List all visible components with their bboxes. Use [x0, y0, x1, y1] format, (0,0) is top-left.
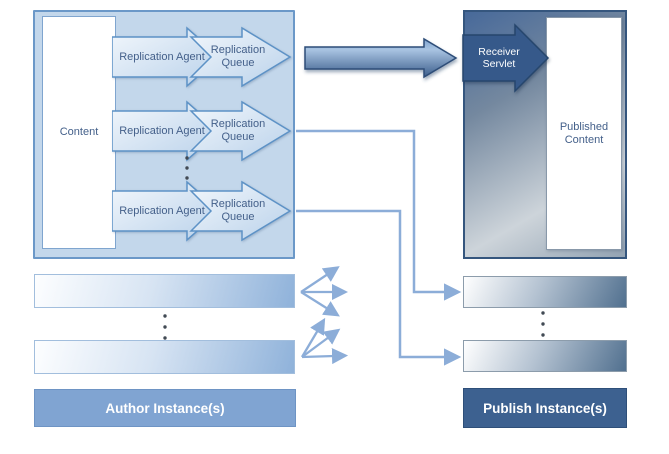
replication-arrow-icon [112, 26, 292, 88]
ellipsis-dots-icon [163, 314, 167, 340]
replication-agent-label: Replication Agent [119, 204, 205, 217]
author-instance-bar [34, 340, 295, 374]
receiver-servlet-label: Receiver Servlet [478, 45, 520, 71]
receiver-servlet-arrow-icon [462, 23, 550, 93]
replication-arrow-icon [112, 100, 292, 162]
content-label: Content [59, 126, 99, 138]
author-to-publish-arrow-icon [304, 37, 458, 79]
publish-instance-bar [463, 340, 627, 372]
replication-row: Replication Agent Replication Queue [112, 179, 293, 243]
replication-agent-label: Replication Agent [119, 50, 205, 63]
publish-instances-label: Publish Instance(s) [483, 400, 607, 416]
queue3-to-publish-connector [296, 209, 462, 366]
replication-row: Replication Agent Replication Queue [112, 99, 293, 163]
replication-arrow-icon [112, 180, 292, 242]
fanout-arrows-icon [301, 317, 349, 365]
ellipsis-dots-icon [541, 311, 545, 337]
replication-queue-label: Replication Queue [210, 118, 266, 143]
publish-instances-title-bar: Publish Instance(s) [463, 388, 627, 428]
author-instances-label: Author Instance(s) [105, 400, 225, 416]
publish-instance-bar [463, 276, 627, 308]
author-instances-title-bar: Author Instance(s) [34, 389, 296, 427]
published-content-box: Published Content [546, 17, 622, 250]
replication-row: Replication Agent Replication Queue [112, 25, 293, 89]
author-instance-bar [34, 274, 295, 308]
replication-queue-label: Replication Queue [210, 198, 266, 223]
replication-queue-label: Replication Queue [210, 44, 266, 69]
replication-agent-label: Replication Agent [119, 124, 205, 137]
content-box: Content [42, 16, 116, 249]
queue2-to-publish-connector [296, 129, 462, 301]
published-content-label: Published Content [559, 120, 609, 146]
fanout-arrows-icon [300, 266, 349, 317]
